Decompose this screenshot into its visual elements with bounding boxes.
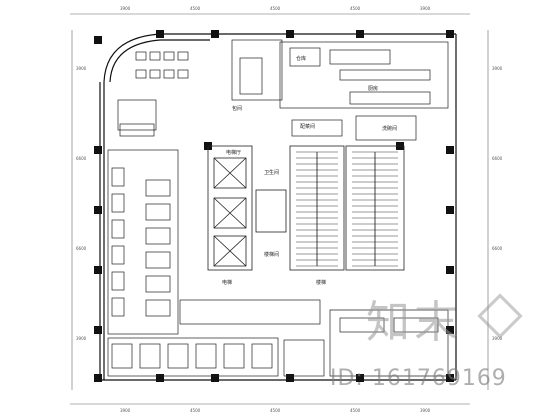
booth-seat [111, 271, 125, 291]
dim-left-1: 3900 [76, 66, 87, 71]
dim-right-3: 6600 [492, 246, 503, 251]
stair-treads [296, 151, 398, 267]
dim-top-4: 4500 [350, 6, 361, 11]
booth-seating [107, 149, 449, 377]
column [94, 36, 102, 44]
elevator-label: 电梯 [222, 279, 232, 286]
dim-bottom-5: 3900 [420, 408, 431, 413]
column [211, 30, 219, 38]
table [163, 69, 175, 79]
booth-seat [111, 297, 125, 317]
dim-top-5: 3900 [420, 6, 431, 11]
bottom-seat [223, 343, 245, 369]
label-stairwell: 楼梯间 [264, 251, 279, 258]
column [446, 266, 454, 274]
dim-left-3: 6600 [76, 246, 87, 251]
bottom-seat [167, 343, 189, 369]
booth-seat [111, 245, 125, 265]
label-kitchen: 厨房 [368, 85, 378, 92]
table [149, 69, 161, 79]
booth-table [145, 227, 171, 245]
table [177, 51, 189, 61]
column [156, 374, 164, 382]
elevator-stair-core [207, 145, 405, 271]
label-private-room: 包间 [232, 105, 242, 112]
room-labels: 厨房 仓库 洗碗间 配菜间 包间 电梯厅 楼梯间 卫生间 [226, 55, 397, 258]
dim-right-2: 6600 [492, 156, 503, 161]
bottom-seat [195, 343, 217, 369]
booth-seat [111, 193, 125, 213]
column [356, 374, 364, 382]
column [94, 206, 102, 214]
stair-label: 楼梯 [316, 279, 326, 286]
column [94, 374, 102, 382]
column [211, 374, 219, 382]
label-storage: 仓库 [296, 55, 306, 62]
booth-table [145, 179, 171, 197]
bottom-seat [111, 343, 133, 369]
dim-right-4: 3900 [492, 336, 503, 341]
table [149, 51, 161, 61]
booth-table [145, 299, 171, 317]
label-prep: 配菜间 [300, 123, 315, 130]
booth-seat [111, 219, 125, 239]
booth-table [145, 275, 171, 293]
column [446, 374, 454, 382]
dim-bottom-3: 4500 [270, 408, 281, 413]
label-dishwash: 洗碗间 [382, 125, 397, 132]
watermark-id: ID: 161769169 [330, 366, 507, 391]
table [135, 51, 147, 61]
bottom-seat [139, 343, 161, 369]
column [286, 374, 294, 382]
column [94, 266, 102, 274]
booth-table [145, 251, 171, 269]
column [356, 30, 364, 38]
table [177, 69, 189, 79]
column [286, 30, 294, 38]
label-restroom: 卫生间 [264, 169, 279, 176]
bottom-seat [251, 343, 273, 369]
dim-bottom-2: 4500 [190, 408, 201, 413]
table [163, 51, 175, 61]
table [119, 123, 155, 137]
dim-right-1: 3900 [492, 66, 503, 71]
dim-bottom-4: 4500 [350, 408, 361, 413]
watermark-logo: 知末 [366, 297, 462, 348]
table [135, 69, 147, 79]
booth-seat [111, 167, 125, 187]
dim-bottom-1: 3900 [120, 408, 131, 413]
column [446, 30, 454, 38]
column [446, 206, 454, 214]
dim-top-3: 4500 [270, 6, 281, 11]
dim-left-4: 3900 [76, 336, 87, 341]
kitchen-area [231, 39, 449, 141]
dimension-labels: 3900 4500 4500 4500 3900 3900 4500 4500 … [76, 6, 503, 413]
column [156, 30, 164, 38]
dim-top-1: 3900 [120, 6, 131, 11]
dim-left-2: 6600 [76, 156, 87, 161]
column [446, 146, 454, 154]
dim-top-2: 4500 [190, 6, 201, 11]
column [94, 146, 102, 154]
column [94, 326, 102, 334]
booth-table [145, 203, 171, 221]
table [117, 99, 157, 131]
label-elevator-hall: 电梯厅 [226, 149, 241, 156]
column [446, 326, 454, 334]
dining-tables [111, 51, 273, 369]
